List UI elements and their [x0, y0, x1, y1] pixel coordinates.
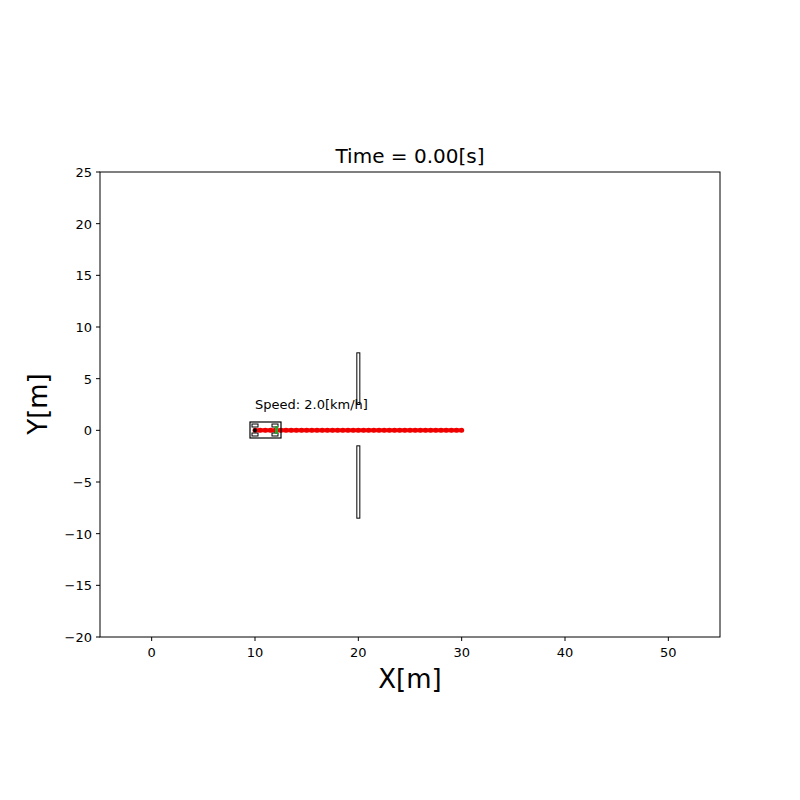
path-point — [325, 428, 330, 433]
path-point — [428, 428, 433, 433]
y-tick-label: −15 — [65, 579, 92, 592]
path-point — [253, 428, 258, 433]
path-point — [418, 428, 423, 433]
y-tick — [96, 378, 100, 379]
path-point — [320, 428, 325, 433]
path-point — [346, 428, 351, 433]
path-point — [263, 428, 268, 433]
path-point — [304, 428, 309, 433]
path-point — [330, 428, 335, 433]
ticks — [96, 172, 668, 641]
path-point — [382, 428, 387, 433]
path-point — [335, 428, 340, 433]
planned-path — [255, 428, 462, 432]
y-tick-label: 15 — [75, 269, 92, 282]
path-point — [444, 428, 449, 433]
x-tick — [565, 637, 566, 641]
y-tick — [96, 585, 100, 586]
y-tick-label: 0 — [84, 424, 92, 437]
y-tick-label: −20 — [65, 631, 92, 644]
x-axis-label: X[m] — [378, 666, 441, 692]
vehicle-origin — [253, 428, 257, 432]
path-point — [315, 428, 320, 433]
path-point — [397, 428, 402, 433]
y-tick — [96, 482, 100, 483]
x-tick-label: 40 — [557, 646, 574, 659]
x-tick — [255, 637, 256, 641]
path-point — [371, 428, 376, 433]
y-tick-label: 10 — [75, 321, 92, 334]
vehicle-wheel — [252, 433, 258, 436]
y-tick-label: 5 — [84, 372, 92, 385]
path-point — [299, 428, 304, 433]
path-point — [392, 428, 397, 433]
path-point — [289, 428, 294, 433]
y-tick-label: −5 — [73, 476, 92, 489]
path-point — [351, 428, 356, 433]
simulation-scene — [250, 353, 464, 518]
vehicle — [250, 422, 281, 438]
path-point — [423, 428, 428, 433]
x-tick — [461, 637, 462, 641]
path-point — [366, 428, 371, 433]
path-point — [340, 428, 345, 433]
y-tick — [96, 430, 100, 431]
path-point — [309, 428, 314, 433]
path-point — [413, 428, 418, 433]
y-tick — [96, 327, 100, 328]
axes-frame — [100, 172, 720, 637]
path-point — [377, 428, 382, 433]
x-tick-label: 30 — [453, 646, 470, 659]
path-point — [459, 428, 464, 433]
path-point — [402, 428, 407, 433]
path-point — [408, 428, 413, 433]
path-point — [356, 428, 361, 433]
x-tick-label: 20 — [350, 646, 367, 659]
path-point — [449, 428, 454, 433]
y-tick — [96, 275, 100, 276]
y-tick — [96, 533, 100, 534]
x-tick-label: 0 — [148, 646, 156, 659]
speed-annotation: Speed: 2.0[km/h] — [255, 398, 368, 411]
path-point — [454, 428, 459, 433]
x-tick — [151, 637, 152, 641]
x-tick — [358, 637, 359, 641]
y-axis-label: Y[m] — [25, 373, 51, 435]
path-point — [268, 428, 273, 433]
path-point — [294, 428, 299, 433]
vehicle-body — [250, 422, 281, 438]
x-tick-label: 10 — [247, 646, 264, 659]
x-tick-label: 50 — [660, 646, 677, 659]
path-point — [258, 428, 263, 433]
path-point — [387, 428, 392, 433]
path-point — [433, 428, 438, 433]
y-tick-label: −10 — [65, 527, 92, 540]
vehicle-front — [275, 426, 278, 434]
y-tick — [96, 637, 100, 638]
y-tick — [96, 223, 100, 224]
plot-title: Time = 0.00[s] — [336, 146, 485, 166]
x-tick — [668, 637, 669, 641]
path-point — [439, 428, 444, 433]
wall-obstacle — [357, 446, 360, 518]
y-tick-label: 20 — [75, 217, 92, 230]
y-tick-label: 25 — [75, 166, 92, 179]
y-tick — [96, 172, 100, 173]
vehicle-wheel — [252, 424, 258, 427]
path-point — [284, 428, 289, 433]
path-point — [361, 428, 366, 433]
